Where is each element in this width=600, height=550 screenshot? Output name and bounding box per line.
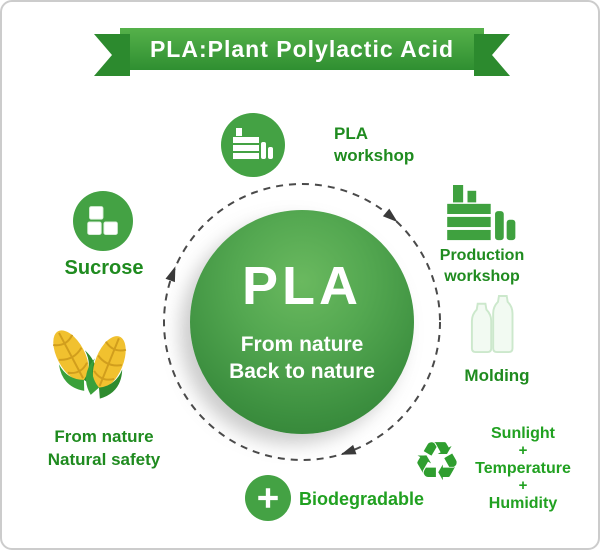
conditions-plus-2: + xyxy=(518,477,528,495)
center-title: PLA xyxy=(242,255,362,316)
conditions-label: Sunlight + Temperature + Humidity xyxy=(462,425,584,513)
plus-cross-icon xyxy=(258,488,278,508)
production-workshop-node xyxy=(440,185,524,243)
conditions-humidity: Humidity xyxy=(488,494,558,512)
production-workshop-label-line2: workshop xyxy=(444,267,520,285)
biodegradable-label: Biodegradable xyxy=(299,489,425,509)
recycle-icon: ♻ xyxy=(412,430,462,493)
production-workshop-label: Production workshop xyxy=(426,246,538,288)
sugar-cubes-icon xyxy=(87,206,118,235)
conditions-sunlight: Sunlight xyxy=(491,425,555,442)
center-subtitle-line2: Back to nature xyxy=(229,360,375,383)
pla-workshop-label-line2: workshop xyxy=(334,146,415,166)
center-circle: PLA From nature Back to nature xyxy=(190,210,414,434)
arrowhead xyxy=(382,208,398,223)
from-nature-label-line1: From nature xyxy=(54,427,154,446)
from-nature-label: From nature Natural safety xyxy=(16,426,192,472)
center-subtitle-line1: From nature xyxy=(240,332,364,356)
conditions-temperature: Temperature xyxy=(475,459,571,477)
from-nature-label-line2: Natural safety xyxy=(47,449,161,469)
pla-workshop-label-line1: PLA xyxy=(334,124,368,143)
biodegradable-node xyxy=(245,475,291,521)
corn-node xyxy=(30,315,148,423)
corn-icon xyxy=(53,330,127,399)
production-workshop-label-line1: Production xyxy=(439,247,525,264)
sucrose-node xyxy=(73,191,133,251)
cycle-dashed-ring xyxy=(163,183,441,461)
arrowhead xyxy=(340,444,357,455)
bottles-icon xyxy=(470,295,514,354)
conditions-plus-1: + xyxy=(518,442,528,460)
pla-workshop-node xyxy=(221,113,285,177)
title-banner: PLA:Plant Polylactic Acid xyxy=(94,28,510,76)
banner-title: PLA:Plant Polylactic Acid xyxy=(149,35,455,62)
arrowhead xyxy=(165,266,176,283)
molding-node xyxy=(469,289,527,361)
factory-icon xyxy=(447,185,516,241)
pla-workshop-label: PLA workshop xyxy=(334,123,414,167)
molding-label: Molding xyxy=(464,366,530,385)
factory-icon xyxy=(233,128,273,159)
sucrose-label: Sucrose xyxy=(64,257,144,279)
